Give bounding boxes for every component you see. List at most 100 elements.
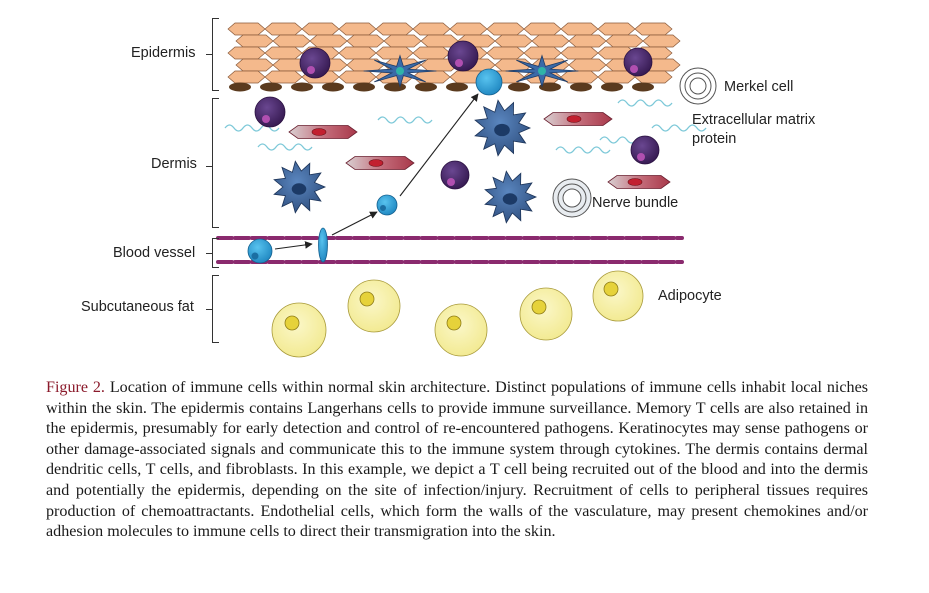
adipocyte-nucleus xyxy=(284,315,300,331)
keratinocyte xyxy=(486,46,525,60)
dermal-immune-cell-nucleus xyxy=(447,178,455,186)
blood-vessel-bracket-tick xyxy=(206,253,212,254)
ecm-fiber xyxy=(555,146,611,154)
nerve-bundle-ring xyxy=(562,188,582,208)
adipocyte-label: Adipocyte xyxy=(658,288,722,304)
epidermis-bracket-tick xyxy=(206,54,212,55)
melanin-granule xyxy=(260,82,282,92)
fibroblast-nucleus xyxy=(311,128,327,136)
keratinocyte xyxy=(412,70,451,84)
keratinocyte xyxy=(568,58,607,72)
melanin-granules xyxy=(229,82,654,92)
adipocyte xyxy=(271,302,327,358)
ecm-fiber xyxy=(651,124,707,132)
figure-caption: Figure 2. Location of immune cells withi… xyxy=(46,378,868,543)
keratinocyte xyxy=(523,22,562,36)
nerve-bundle-label: Nerve bundle xyxy=(592,195,679,211)
keratinocyte xyxy=(227,46,266,60)
fibroblast-nucleus xyxy=(627,178,643,186)
keratinocyte xyxy=(346,34,385,48)
dendritic-cell-nucleus xyxy=(502,193,518,205)
blood-vessel-bracket xyxy=(212,238,219,268)
melanin-granule xyxy=(539,82,561,92)
melanin-granule xyxy=(508,82,530,92)
keratinocyte xyxy=(375,46,414,60)
migration-arrow xyxy=(331,211,378,236)
adipocyte xyxy=(519,287,573,341)
merkel-cell-ring xyxy=(684,72,712,100)
keratinocyte xyxy=(486,22,525,36)
fibroblast-nucleus xyxy=(368,159,384,167)
epidermal-memory-t-cell xyxy=(447,40,479,72)
keratinocyte xyxy=(235,58,274,72)
migration-arrow xyxy=(399,93,479,197)
melanin-granule xyxy=(632,82,654,92)
dermal-t-cell-nucleus xyxy=(380,205,386,211)
subcutaneous-fat-label: Subcutaneous fat xyxy=(81,299,194,315)
dermal-immune-cell-nucleus xyxy=(262,115,270,123)
keratinocyte xyxy=(531,34,570,48)
melanin-granule xyxy=(601,82,623,92)
keratinocyte xyxy=(301,22,340,36)
circulating-t-cell xyxy=(247,238,273,264)
migration-arrow xyxy=(274,241,313,250)
langerhans-cell-nucleus xyxy=(396,67,404,75)
ecm-fiber xyxy=(257,143,313,151)
dermal-immune-cell-nucleus xyxy=(637,153,645,161)
melanin-granule xyxy=(446,82,468,92)
adipocyte xyxy=(347,279,401,333)
keratinocyte xyxy=(568,34,607,48)
melanin-granule xyxy=(229,82,251,92)
memory-t-cell-nucleus xyxy=(630,65,638,73)
memory-t-cell-nucleus xyxy=(307,66,315,74)
blood-vessel-label: Blood vessel xyxy=(113,245,196,261)
epidermis-label: Epidermis xyxy=(131,45,196,61)
dermal-immune-cell xyxy=(254,96,286,128)
ecm-label-line1: Extracellular matrix xyxy=(692,112,816,128)
langerhans-cell-nucleus xyxy=(538,67,546,75)
keratinocyte xyxy=(227,70,266,84)
keratinocyte xyxy=(338,46,377,60)
keratinocyte xyxy=(264,70,303,84)
dermal-t-cell xyxy=(376,194,398,216)
keratinocyte xyxy=(412,22,451,36)
immune-cells xyxy=(247,40,717,358)
melanin-granule xyxy=(415,82,437,92)
keratinocyte xyxy=(338,70,377,84)
subcutaneous-fat-bracket xyxy=(212,275,219,343)
skin-architecture-drawing xyxy=(216,22,717,358)
keratinocyte xyxy=(346,58,385,72)
transmigrating-t-cell xyxy=(318,227,328,263)
keratinocyte xyxy=(634,22,673,36)
adipocyte-nucleus xyxy=(603,281,619,297)
nerve-bundle-ring xyxy=(557,183,587,213)
memory-t-cell-nucleus xyxy=(455,59,463,67)
figure-number: Figure 2. xyxy=(46,379,105,396)
melanin-granule xyxy=(291,82,313,92)
ecm-label-line2: protein xyxy=(692,131,737,147)
epidermal-memory-t-cell xyxy=(623,47,653,77)
keratinocyte xyxy=(272,34,311,48)
keratinocyte xyxy=(597,22,636,36)
keratinocyte xyxy=(264,46,303,60)
keratinocyte xyxy=(605,34,644,48)
keratinocyte xyxy=(560,22,599,36)
keratinocyte xyxy=(235,34,274,48)
keratinocyte xyxy=(383,34,422,48)
keratinocyte xyxy=(494,34,533,48)
melanin-granule xyxy=(384,82,406,92)
dermis-bracket-tick xyxy=(206,166,212,167)
keratinocyte xyxy=(449,22,488,36)
merkel-cell-ring xyxy=(679,67,717,105)
dermal-immune-cell xyxy=(440,160,470,190)
ecm-fiber xyxy=(377,116,433,124)
caption-text: Location of immune cells within normal s… xyxy=(46,379,868,541)
keratinocyte xyxy=(412,46,451,60)
ecm-fiber xyxy=(224,124,280,132)
adipocyte xyxy=(434,303,488,357)
epidermal-memory-t-cell xyxy=(299,47,331,79)
blood-vessel-walls xyxy=(216,236,684,264)
fibroblast-nucleus xyxy=(566,115,582,123)
merkel-cell-label: Merkel cell xyxy=(724,79,794,95)
melanin-granule xyxy=(353,82,375,92)
